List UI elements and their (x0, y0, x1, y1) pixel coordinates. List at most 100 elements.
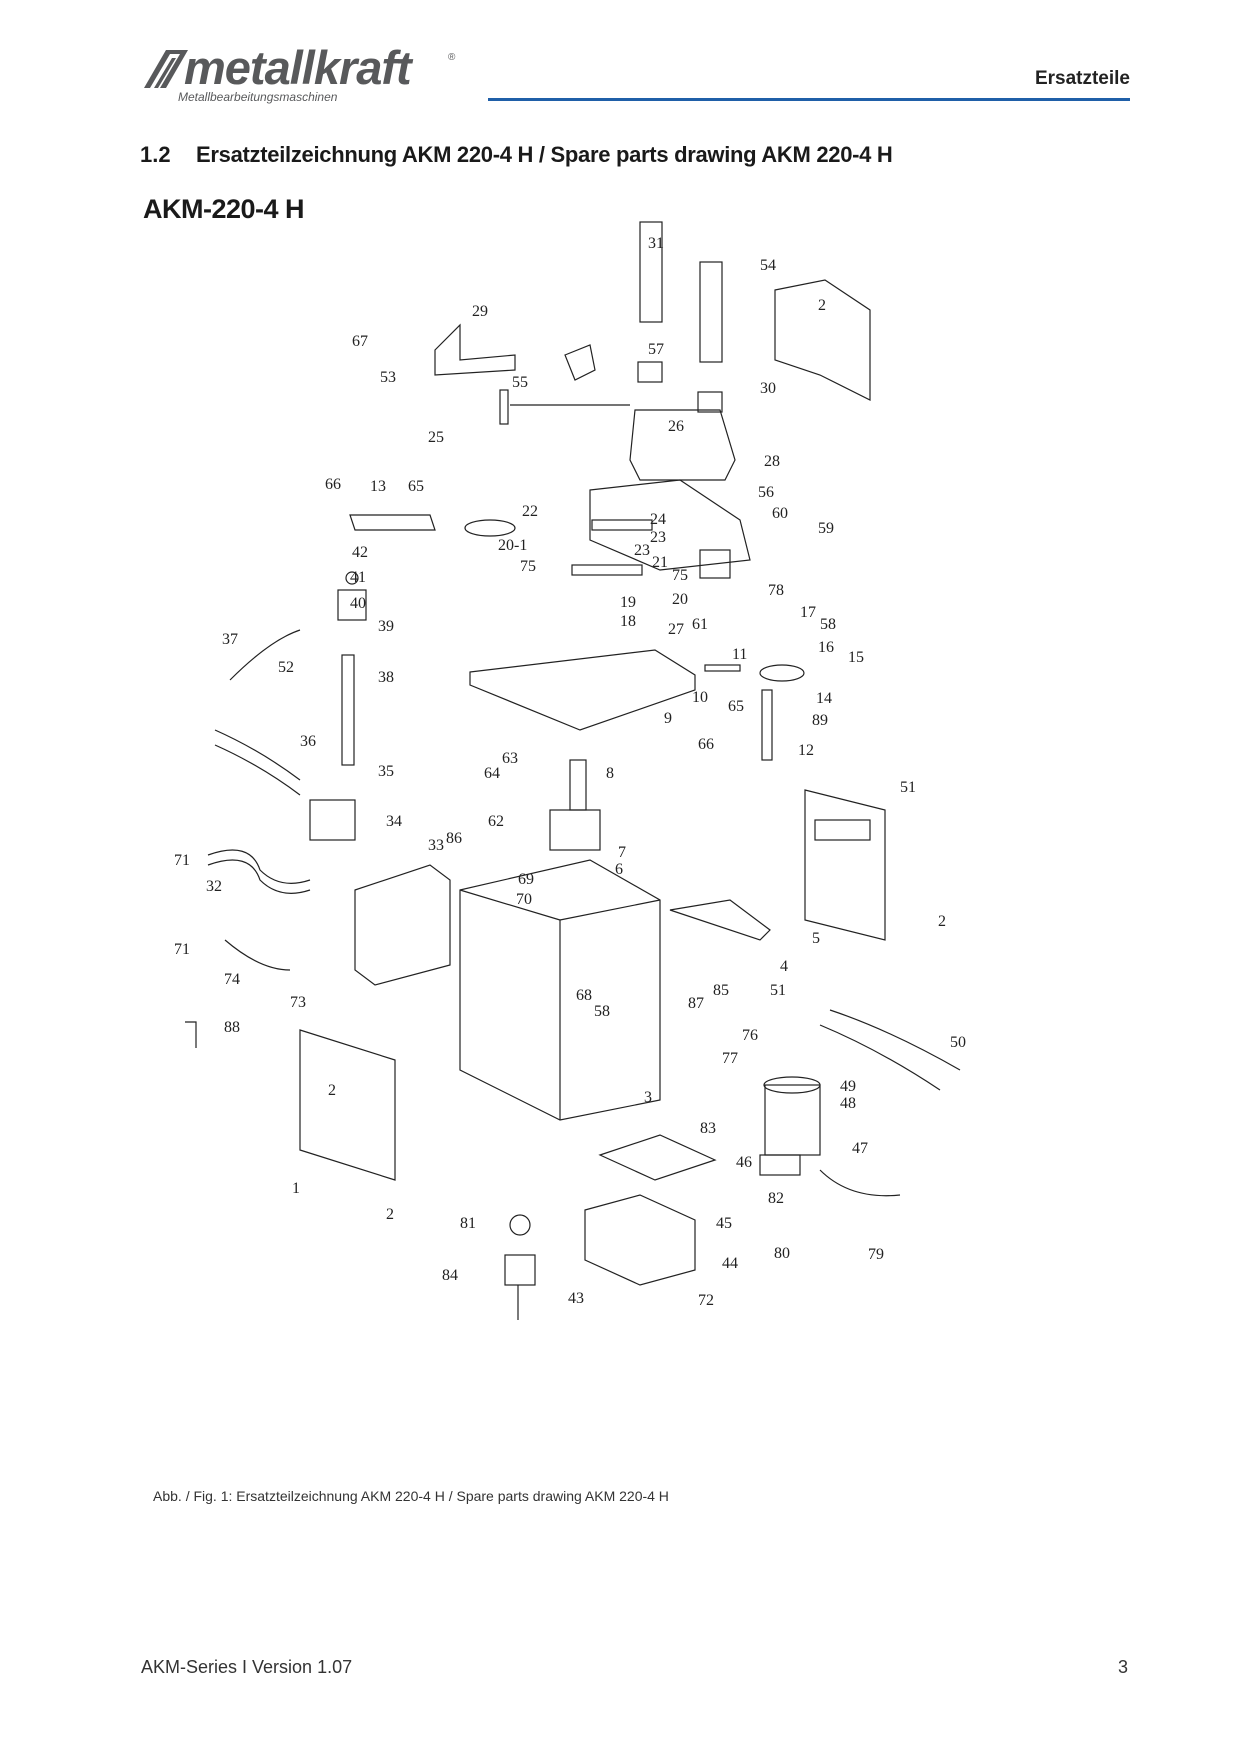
part-label: 4 (780, 958, 788, 975)
part-label: 12 (798, 742, 814, 759)
part-label: 11 (732, 646, 747, 663)
part-label: 78 (768, 582, 784, 599)
part-label: 75 (520, 558, 536, 575)
part-label: 2 (386, 1206, 394, 1223)
part-label: 53 (380, 369, 396, 386)
part-label: 71 (174, 941, 190, 958)
part-label: 47 (852, 1140, 868, 1157)
part-label: 2 (938, 913, 946, 930)
part-label: 56 (758, 484, 774, 501)
part-label: 58 (594, 1003, 610, 1020)
part-label: 18 (620, 613, 636, 630)
logo-wordmark: metallkraft (184, 41, 412, 94)
part-label: 28 (764, 453, 780, 470)
part-label: 74 (224, 971, 240, 988)
part-label: 37 (222, 631, 238, 648)
part-label: 63 (502, 750, 518, 767)
part-label: 66 (325, 476, 341, 493)
part-label: 65 (728, 698, 744, 715)
part-label: 89 (812, 712, 828, 729)
part-label: 20 (672, 591, 688, 608)
part-label: 33 (428, 837, 444, 854)
part-label: 62 (488, 813, 504, 830)
part-label: 81 (460, 1215, 476, 1232)
part-label: 51 (770, 982, 786, 999)
brand-logo: metallkraft ® Metallbearbeitungsmaschine… (140, 41, 470, 106)
logo-mark-icon (144, 50, 188, 88)
part-label: 35 (378, 763, 394, 780)
part-label: 52 (278, 659, 294, 676)
logo-subtitle: Metallbearbeitungsmaschinen (178, 90, 338, 104)
part-label: 26 (668, 418, 684, 435)
part-label: 38 (378, 669, 394, 686)
part-label: 45 (716, 1215, 732, 1232)
part-label: 30 (760, 380, 776, 397)
part-label: 83 (700, 1120, 716, 1137)
part-label: 25 (428, 429, 444, 446)
part-label: 65 (408, 478, 424, 495)
drawing-label: AKM-220-4 H (143, 194, 305, 224)
part-label: 2 (328, 1082, 336, 1099)
part-label: 86 (446, 830, 462, 847)
part-label: 41 (350, 569, 366, 586)
part-label: 6 (615, 861, 623, 878)
part-label: 77 (722, 1050, 738, 1067)
part-label: 51 (900, 779, 916, 796)
part-label: 76 (742, 1027, 758, 1044)
part-label: 50 (950, 1034, 966, 1051)
part-label: 34 (386, 813, 402, 830)
figure-caption: Abb. / Fig. 1: Ersatzteilzeichnung AKM 2… (153, 1488, 669, 1504)
part-label: 2 (818, 297, 826, 314)
part-label: 71 (174, 852, 190, 869)
section-label: Ersatzteile (1034, 68, 1130, 89)
part-label: 61 (692, 616, 708, 633)
part-label: 54 (760, 257, 776, 274)
part-label: 70 (516, 891, 532, 908)
part-label: 14 (816, 690, 832, 707)
part-label: 40 (350, 595, 366, 612)
part-label: 75 (672, 567, 688, 584)
part-label: 23 (650, 529, 666, 546)
part-label: 19 (620, 594, 636, 611)
part-label: 13 (370, 478, 386, 495)
part-label: 43 (568, 1290, 584, 1307)
page-number: 3 (1117, 1657, 1128, 1677)
part-label: 8 (606, 765, 614, 782)
part-label: 39 (378, 618, 394, 635)
part-label: 32 (206, 878, 222, 895)
part-label: 82 (768, 1190, 784, 1207)
part-label: 88 (224, 1019, 240, 1036)
section-title: Ersatzteilzeichnung AKM 220-4 H / Spare … (196, 142, 893, 167)
part-label: 27 (668, 621, 684, 638)
logo-registered-mark: ® (448, 52, 456, 63)
part-label: 44 (722, 1255, 738, 1272)
part-label: 58 (820, 616, 836, 633)
part-label: 49 (840, 1078, 856, 1095)
part-label: 73 (290, 994, 306, 1011)
part-label: 7 (618, 844, 626, 861)
part-label: 24 (650, 511, 666, 528)
part-label: 64 (484, 765, 500, 782)
part-label: 10 (692, 689, 708, 706)
part-label: 42 (352, 544, 368, 561)
part-label: 87 (688, 995, 704, 1012)
part-label: 22 (522, 503, 538, 520)
header-rule (488, 98, 1130, 101)
part-label: 20-1 (498, 537, 527, 554)
part-label: 16 (818, 639, 834, 656)
part-label: 29 (472, 303, 488, 320)
part-label: 31 (648, 235, 664, 252)
part-label: 67 (352, 333, 368, 350)
footer-series: AKM-Series I Version 1.07 (141, 1657, 353, 1677)
part-label: 68 (576, 987, 592, 1004)
spare-parts-drawing: 31 54 2 29 67 57 53 55 30 25 26 28 66 13… (174, 221, 966, 1320)
part-label: 55 (512, 374, 528, 391)
part-label: 69 (518, 871, 534, 888)
part-label: 23 (634, 542, 650, 559)
part-label: 72 (698, 1292, 714, 1309)
part-label: 17 (800, 604, 816, 621)
part-label: 59 (818, 520, 834, 537)
section-number: 1.2 (140, 142, 171, 167)
part-label: 21 (652, 554, 668, 571)
part-label: 15 (848, 649, 864, 666)
